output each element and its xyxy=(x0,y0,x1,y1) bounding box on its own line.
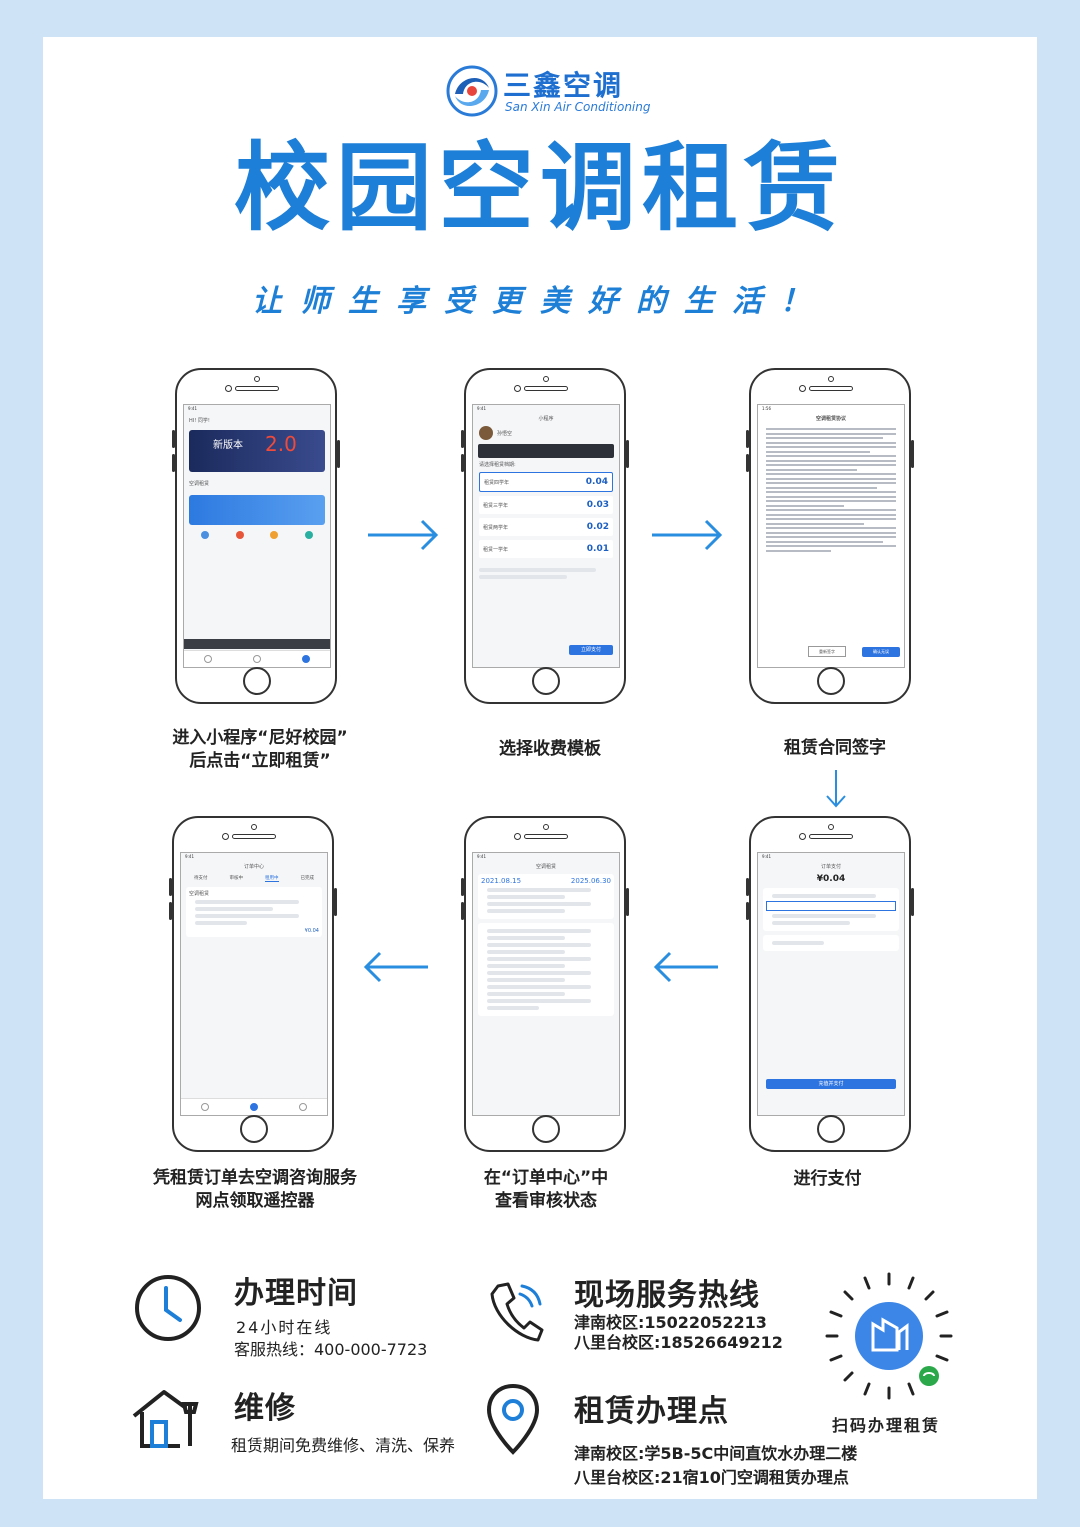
step-caption-2: 选择收费模板 xyxy=(499,739,601,759)
brand-name-cn: 三鑫空调 xyxy=(503,69,624,102)
brand-logo: 三鑫空调 San Xin Air Conditioning xyxy=(445,62,650,122)
order-card[interactable]: 空调租赁 ¥0.04 xyxy=(186,887,322,937)
arrow-right-icon xyxy=(652,519,723,551)
hours-title: 办理时间 xyxy=(234,1276,358,1311)
qr-caption: 扫码办理租赁 xyxy=(832,1416,941,1435)
house-tools-icon xyxy=(132,1390,199,1448)
slogan: 让师生享受更美好的生活！ xyxy=(252,284,828,319)
end-date: 2025.06.30 xyxy=(570,877,611,885)
step-caption-1: 进入小程序“尼好校园”后点击“立即租赁” xyxy=(172,728,348,771)
screen-payment: 9:41 订单支付 ¥0.04 充值并支付 xyxy=(757,852,905,1116)
pay-amount: ¥0.04 xyxy=(816,874,846,884)
repair-title: 维修 xyxy=(234,1391,296,1426)
step-caption-3: 租赁合同签字 xyxy=(784,738,886,758)
location-title: 租赁办理点 xyxy=(574,1394,729,1429)
screen-header: 空调租赁 xyxy=(535,864,556,870)
screen-contract: 1:56 空调租赁协议 重新签字 确认无误 xyxy=(757,404,905,668)
screen-header: 小程序 xyxy=(538,416,554,422)
step-caption-5: 在“订单中心”中查看审核状态 xyxy=(483,1168,609,1211)
arrow-left-icon xyxy=(363,951,428,983)
tab-reviewing[interactable]: 审核中 xyxy=(229,876,244,881)
order-section: 空调租赁 xyxy=(189,891,210,897)
repair-line-1: 租赁期间免费维修、清洗、保养 xyxy=(231,1436,456,1455)
poster-page xyxy=(43,37,1037,1499)
screen-header: 订单中心 xyxy=(243,864,264,870)
step-caption-6: 凭租赁订单去空调咨询服务网点领取遥控器 xyxy=(153,1168,357,1211)
pay-now-button[interactable]: 立即支付 xyxy=(569,645,613,655)
mini-program-qr-code[interactable] xyxy=(825,1272,953,1400)
arrow-right-icon xyxy=(368,519,439,551)
screen-header: 订单支付 xyxy=(820,864,841,870)
arrow-down-icon xyxy=(826,770,846,808)
version-banner: 新版本 2.0 xyxy=(189,430,325,472)
greeting: HI! 同学! xyxy=(189,418,210,424)
location-line-1: 津南校区:学5B-5C中间直饮水办理二楼 xyxy=(574,1444,858,1463)
phone-step-3: 1:56 空调租赁协议 重新签字 确认无误 xyxy=(746,368,914,704)
phone-step-5: 9:41 空调租赁 2021.08.15 2025.06.30 xyxy=(461,816,629,1152)
screen-header: 空调租赁协议 xyxy=(815,416,846,422)
recharge-pay-button[interactable]: 充值并支付 xyxy=(766,1079,896,1089)
screen-rental-detail: 9:41 空调租赁 2021.08.15 2025.06.30 xyxy=(472,852,620,1116)
step-caption-4: 进行支付 xyxy=(793,1169,862,1189)
phone-step-1: 9:41 HI! 同学! 新版本 2.0 空调租赁 xyxy=(172,368,340,704)
tab-renting[interactable]: 租用中 xyxy=(265,876,279,882)
clock-icon xyxy=(135,1275,201,1341)
swirl-logo-icon xyxy=(446,65,498,117)
plan-prompt: 请选择租赁档期: xyxy=(479,462,516,468)
user-name: 孙悟空 xyxy=(497,430,513,437)
phone-step-6: 9:41 订单中心 待支付 审核中 租用中 已完成 空调租赁 ¥0.04 xyxy=(169,816,337,1152)
banner-text: 新版本 xyxy=(213,440,243,451)
hotline-title: 现场服务热线 xyxy=(574,1278,760,1313)
rent-card[interactable] xyxy=(189,495,325,525)
page-title: 校园空调租赁 xyxy=(234,132,846,244)
phone-call-icon xyxy=(490,1282,544,1342)
resign-button[interactable]: 重新签字 xyxy=(808,646,846,657)
phone-step-4: 9:41 订单支付 ¥0.04 充值并支付 xyxy=(746,816,914,1152)
confirm-button[interactable]: 确认无误 xyxy=(862,647,900,657)
arrow-left-icon xyxy=(653,951,718,983)
banner-version: 2.0 xyxy=(265,432,297,456)
start-date: 2021.08.15 xyxy=(481,877,522,885)
tab-completed[interactable]: 已完成 xyxy=(300,876,315,881)
hours-line-2: 客服热线：400-000-7723 xyxy=(234,1340,428,1359)
tab-pending-pay[interactable]: 待支付 xyxy=(194,876,208,881)
order-total: ¥0.04 xyxy=(304,928,319,934)
hotline-line-1: 津南校区:15022052213 xyxy=(574,1313,767,1332)
screen-order-center: 9:41 订单中心 待支付 审核中 租用中 已完成 空调租赁 ¥0.04 xyxy=(180,852,328,1116)
hours-line-1: 24小时在线 xyxy=(236,1318,333,1337)
location-line-2: 八里台校区:21宿10门空调租赁办理点 xyxy=(574,1468,849,1487)
order-tabs: 待支付 审核中 租用中 已完成 xyxy=(183,875,325,882)
location-pin-icon xyxy=(486,1383,540,1455)
section-label: 空调租赁 xyxy=(189,481,210,487)
hotline-line-2: 八里台校区:18526649212 xyxy=(574,1333,783,1352)
brand-name-en: San Xin Air Conditioning xyxy=(505,100,651,114)
screen-home: 9:41 HI! 同学! 新版本 2.0 空调租赁 xyxy=(183,404,331,668)
